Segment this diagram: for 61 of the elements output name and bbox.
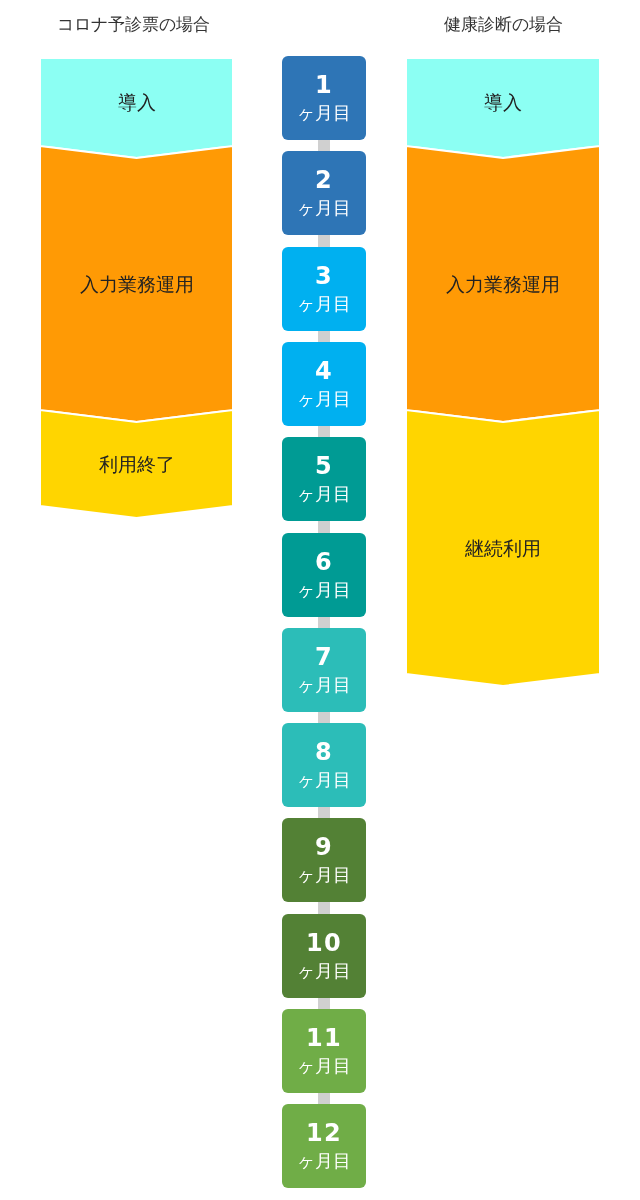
month-number: 6 <box>315 547 333 577</box>
band-label: 導入 <box>117 89 156 115</box>
month-number: 11 <box>306 1023 342 1053</box>
band-label: 入力業務運用 <box>79 271 194 297</box>
month-unit: ヶ月目 <box>297 768 351 792</box>
month-number: 8 <box>315 737 333 767</box>
month-number: 3 <box>315 261 333 291</box>
month-unit: ヶ月目 <box>297 292 351 316</box>
month-number: 5 <box>315 451 333 481</box>
band-label: 利用終了 <box>98 451 175 477</box>
band-label: 継続利用 <box>465 535 541 561</box>
month-number: 7 <box>315 642 333 672</box>
month-box <box>282 247 366 331</box>
month-number: 9 <box>315 832 333 862</box>
band-label: 入力業務運用 <box>446 271 560 297</box>
band-label: 導入 <box>484 89 522 115</box>
month-unit: ヶ月目 <box>297 863 351 887</box>
chevron-band <box>406 58 600 158</box>
month-box <box>282 1009 366 1093</box>
connector-bar <box>318 1093 330 1104</box>
month-unit: ヶ月目 <box>297 578 351 602</box>
chevron-band <box>40 146 233 422</box>
connector-bar <box>318 426 330 437</box>
chevron-band <box>406 146 600 422</box>
month-unit: ヶ月目 <box>297 482 351 506</box>
column-heading: コロナ予診票の場合 <box>56 13 210 36</box>
month-box <box>282 342 366 426</box>
connector-bar <box>318 331 330 342</box>
connector-bar <box>318 998 330 1009</box>
month-number: 1 <box>315 70 333 100</box>
connector-bar <box>318 140 330 151</box>
month-number: 12 <box>306 1118 342 1148</box>
month-box <box>282 628 366 712</box>
month-box <box>282 56 366 140</box>
month-unit: ヶ月目 <box>297 101 351 125</box>
connector-bar <box>318 521 330 533</box>
connector-bar <box>318 807 330 818</box>
month-unit: ヶ月目 <box>297 1149 351 1173</box>
connector-bar <box>318 902 330 914</box>
month-unit: ヶ月目 <box>297 196 351 220</box>
chevron-band <box>40 410 233 518</box>
month-number: 2 <box>315 165 333 195</box>
month-box <box>282 914 366 998</box>
month-unit: ヶ月目 <box>297 959 351 983</box>
month-box <box>282 723 366 807</box>
month-box <box>282 437 366 521</box>
month-number: 4 <box>315 356 333 386</box>
connector-bar <box>318 617 330 628</box>
chevron-band <box>406 410 600 686</box>
month-number: 10 <box>306 928 342 958</box>
month-box <box>282 1104 366 1188</box>
column-heading: 健康診断の場合 <box>443 13 563 36</box>
month-unit: ヶ月目 <box>297 673 351 697</box>
month-unit: ヶ月目 <box>297 1054 351 1078</box>
month-unit: ヶ月目 <box>297 387 351 411</box>
chevron-band <box>40 58 233 158</box>
connector-bar <box>318 712 330 723</box>
month-box <box>282 818 366 902</box>
month-box <box>282 151 366 235</box>
month-box <box>282 533 366 617</box>
connector-bar <box>318 235 330 247</box>
